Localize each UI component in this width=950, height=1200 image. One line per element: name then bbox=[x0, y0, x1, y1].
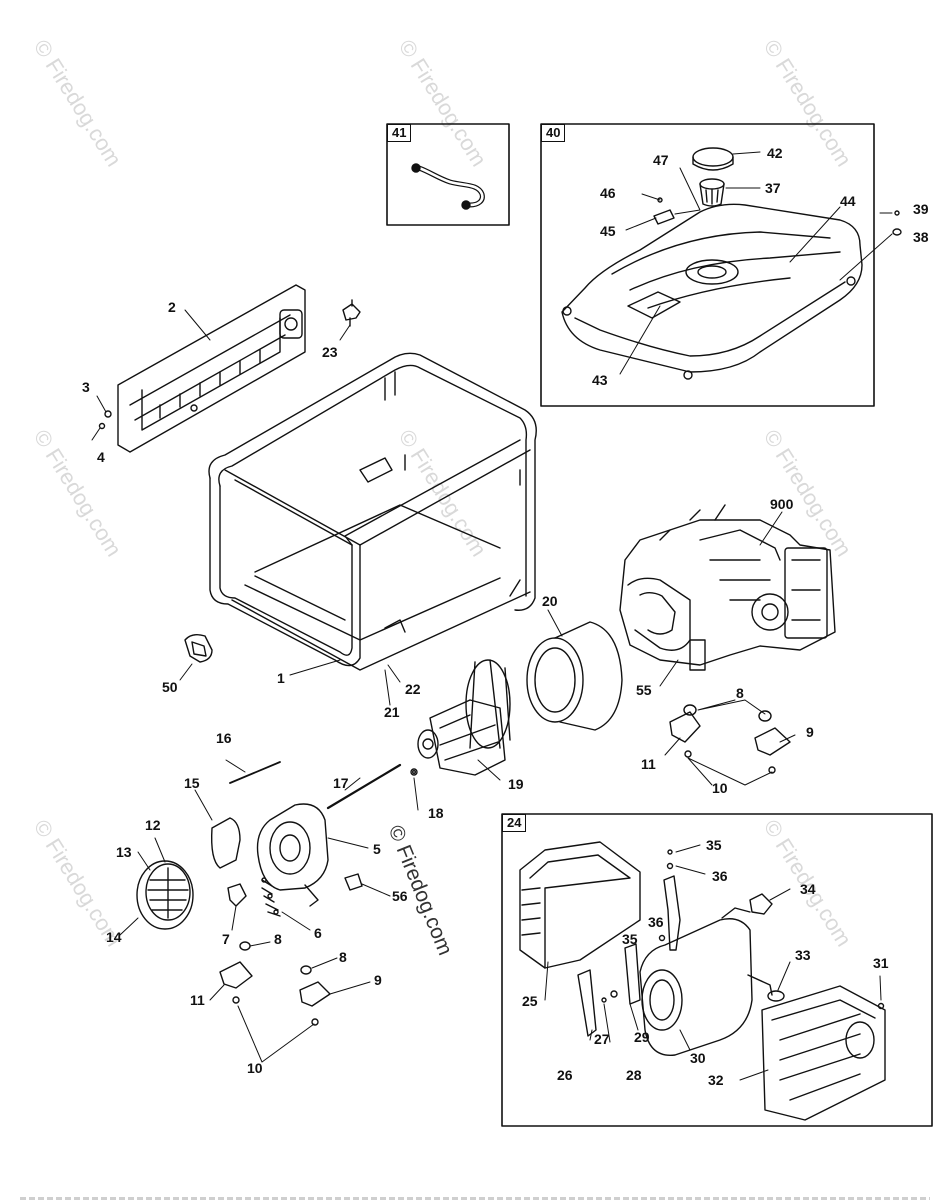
isolator-bracket-icons-lower bbox=[219, 941, 331, 1026]
end-cover-icon bbox=[136, 860, 194, 930]
callout-26: 26 bbox=[557, 1067, 573, 1083]
callout-34: 34 bbox=[800, 881, 816, 897]
callout-5: 5 bbox=[373, 841, 381, 857]
fuel-tank-icon bbox=[561, 147, 902, 380]
callout-44: 44 bbox=[840, 193, 856, 209]
callout-35-b: 35 bbox=[622, 931, 638, 947]
bracket-23-icon bbox=[342, 299, 361, 327]
kit-box-24 bbox=[501, 813, 933, 1127]
callout-3: 3 bbox=[82, 379, 90, 395]
callout-16: 16 bbox=[216, 730, 232, 746]
callout-8-b: 8 bbox=[274, 931, 282, 947]
callout-7: 7 bbox=[222, 931, 230, 947]
kit-label-40: 40 bbox=[541, 124, 566, 142]
fuel-hose-icon bbox=[411, 163, 485, 210]
callout-38: 38 bbox=[913, 229, 929, 245]
callout-14: 14 bbox=[106, 929, 122, 945]
callout-30: 30 bbox=[690, 1050, 706, 1066]
stud-icon bbox=[326, 763, 402, 810]
callout-10-a: 10 bbox=[712, 780, 728, 796]
callout-47: 47 bbox=[653, 152, 669, 168]
callout-55: 55 bbox=[636, 682, 652, 698]
callout-37: 37 bbox=[765, 180, 781, 196]
callout-50: 50 bbox=[162, 679, 178, 695]
callout-4: 4 bbox=[97, 449, 105, 465]
callout-12: 12 bbox=[145, 817, 161, 833]
callout-9-a: 9 bbox=[806, 724, 814, 740]
bolt-icon bbox=[229, 761, 281, 784]
callout-900: 900 bbox=[770, 496, 794, 512]
callout-23: 23 bbox=[322, 344, 338, 360]
callout-9-b: 9 bbox=[374, 972, 382, 988]
kit-box-40 bbox=[540, 123, 875, 407]
callout-20: 20 bbox=[542, 593, 558, 609]
callout-8-a: 8 bbox=[736, 685, 744, 701]
engine-icon bbox=[619, 504, 836, 671]
callout-43: 43 bbox=[592, 372, 608, 388]
callout-13: 13 bbox=[116, 844, 132, 860]
callout-22: 22 bbox=[405, 681, 421, 697]
footer-divider bbox=[20, 1197, 930, 1200]
callout-32: 32 bbox=[708, 1072, 724, 1088]
callout-8-c: 8 bbox=[339, 949, 347, 965]
bracket-29-icon bbox=[624, 943, 641, 1005]
kit-label-41: 41 bbox=[387, 124, 412, 142]
callout-46: 46 bbox=[600, 185, 616, 201]
callout-36-a: 36 bbox=[712, 868, 728, 884]
frame-icon bbox=[208, 352, 537, 671]
callout-2: 2 bbox=[168, 299, 176, 315]
bracket-vert-icon bbox=[663, 875, 681, 951]
callout-28: 28 bbox=[626, 1067, 642, 1083]
callout-25: 25 bbox=[522, 993, 538, 1009]
muffler-icon bbox=[639, 907, 773, 1056]
diode-icon bbox=[261, 877, 281, 917]
stator-icon bbox=[526, 621, 623, 731]
gasket-icon bbox=[749, 893, 773, 915]
control-panel-icon bbox=[117, 284, 306, 453]
bearing-carrier-icon bbox=[256, 803, 329, 907]
brush-cover-icon bbox=[210, 817, 241, 869]
callout-31: 31 bbox=[873, 955, 889, 971]
bracket-26-icon bbox=[577, 969, 597, 1037]
callout-36-b: 36 bbox=[648, 914, 664, 930]
kit-label-24: 24 bbox=[502, 814, 527, 832]
callout-18: 18 bbox=[428, 805, 444, 821]
callout-35-a: 35 bbox=[706, 837, 722, 853]
rotor-icon bbox=[417, 659, 511, 776]
callout-45: 45 bbox=[600, 223, 616, 239]
kit-box-41 bbox=[386, 123, 510, 226]
callout-17: 17 bbox=[333, 775, 349, 791]
callout-21: 21 bbox=[384, 704, 400, 720]
clip-icon bbox=[344, 873, 363, 891]
callout-1: 1 bbox=[277, 670, 285, 686]
brush-holder-icon bbox=[227, 883, 247, 907]
grommet-icon bbox=[184, 633, 213, 663]
callout-27: 27 bbox=[594, 1031, 610, 1047]
callout-6: 6 bbox=[314, 925, 322, 941]
callout-42: 42 bbox=[767, 145, 783, 161]
callout-29: 29 bbox=[634, 1029, 650, 1045]
callout-39: 39 bbox=[913, 201, 929, 217]
callout-33: 33 bbox=[795, 947, 811, 963]
heat-shield-icon bbox=[761, 985, 886, 1121]
isolator-bracket-icons bbox=[669, 704, 791, 774]
muffler-shield-icon bbox=[519, 841, 641, 969]
callout-11-b: 11 bbox=[190, 992, 205, 1008]
callout-10-b: 10 bbox=[247, 1060, 263, 1076]
callout-11-a: 11 bbox=[641, 756, 656, 772]
callout-15: 15 bbox=[184, 775, 200, 791]
callout-19: 19 bbox=[508, 776, 524, 792]
callout-56: 56 bbox=[392, 888, 408, 904]
